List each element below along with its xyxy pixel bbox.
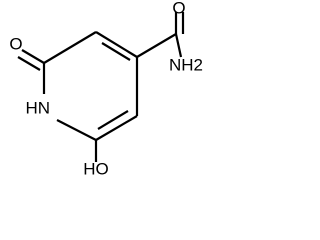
bond-c5-c6-double-inner [97,110,129,130]
amide-nitrogen-label: NH2 [169,55,203,74]
bond-c2-c3 [43,31,97,64]
molecule-svg: O O NH2 HN HO [9,0,203,178]
bond-c6-n1 [56,119,97,141]
hydroxyl-label: HO [83,159,109,178]
bonds [17,12,185,162]
bond-amide-cn [174,33,183,58]
atom-labels: O O NH2 HN HO [9,0,203,178]
chemical-structure-diagram: O O NH2 HN HO [0,0,204,178]
ring-carbonyl-oxygen-label: O [9,34,22,53]
bond-c4-carbonyl-carbon [136,33,177,58]
bond-c5-c6 [95,115,138,141]
bond-c3-c4-double-inner [101,42,131,61]
bond-c3-c4 [95,31,138,58]
bond-c2-o-double-a [21,49,45,64]
bond-c2-o-double-b [17,56,41,71]
amide-oxygen-label: O [172,0,185,17]
ring-nitrogen-label: HN [25,98,50,117]
